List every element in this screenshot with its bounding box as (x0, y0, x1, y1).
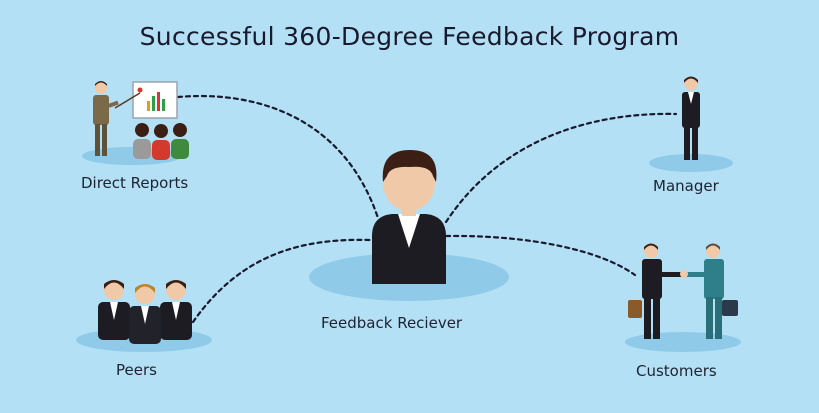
platform-customers (625, 332, 741, 352)
label-manager: Manager (653, 177, 719, 195)
customers-figure (628, 243, 738, 339)
diagram-title: Successful 360-Degree Feedback Program (139, 22, 680, 51)
peers-figure (98, 280, 192, 344)
manager-figure (682, 76, 700, 160)
connector-manager (444, 112, 678, 224)
connector-peers (191, 238, 372, 324)
connector-direct-reports (176, 95, 380, 220)
label-peers: Peers (116, 361, 157, 379)
platform-manager (649, 154, 733, 172)
label-direct-reports: Direct Reports (81, 174, 189, 192)
connector-customers (444, 234, 637, 277)
label-customers: Customers (636, 362, 717, 380)
label-receiver: Feedback Reciever (321, 314, 463, 332)
receiver-figure (372, 150, 446, 284)
direct-reports-figure (93, 81, 189, 160)
